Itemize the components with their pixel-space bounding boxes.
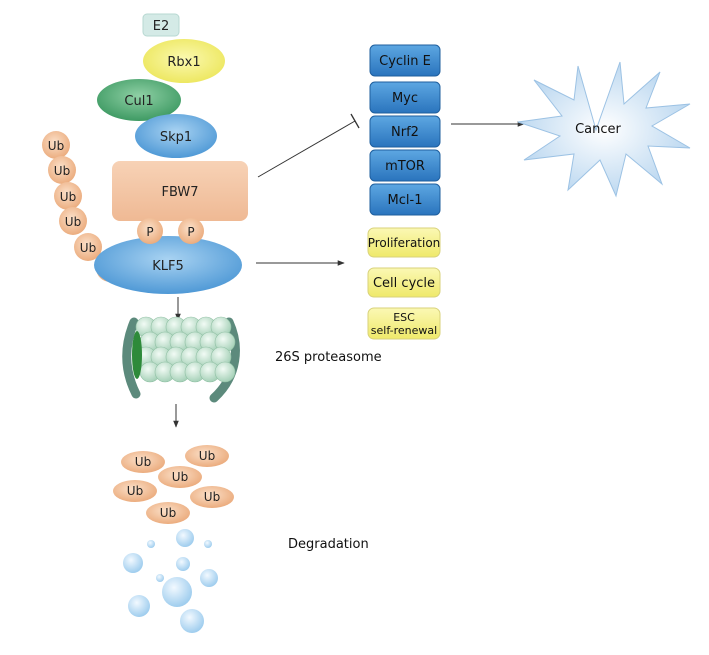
peptide-bubble — [176, 529, 194, 547]
degraded-peptides — [123, 529, 218, 633]
svg-text:Cyclin E: Cyclin E — [379, 54, 431, 69]
proteasome-label: 26S proteasome — [275, 350, 382, 365]
proteasome-subunit — [214, 361, 236, 383]
free-ubiquitin: Ub — [185, 445, 229, 467]
cancer-label: Cancer — [575, 122, 621, 137]
svg-text:Ub: Ub — [65, 215, 81, 229]
fbw7-node: FBW7 — [112, 161, 248, 221]
inhibition-arrow — [257, 113, 360, 178]
target-box-myc: Myc — [369, 81, 441, 114]
svg-text:Ub: Ub — [160, 506, 176, 520]
free-ubiquitin: Ub — [158, 466, 202, 488]
phospho-label: P — [146, 225, 153, 239]
svg-text:Ub: Ub — [60, 190, 76, 204]
svg-text:Mcl-1: Mcl-1 — [388, 193, 423, 208]
cul1-node: Cul1 — [97, 79, 181, 121]
svg-text:Ub: Ub — [54, 164, 70, 178]
function-box-proliferation: Proliferation — [367, 227, 441, 258]
svg-text:Myc: Myc — [392, 91, 418, 106]
svg-text:Ub: Ub — [135, 455, 151, 469]
svg-text:self-renewal: self-renewal — [371, 324, 437, 337]
proteasome — [122, 316, 240, 403]
target-box-nrf2: Nrf2 — [369, 115, 441, 148]
phospho-group-1: P — [137, 218, 163, 244]
svg-text:Ub: Ub — [48, 139, 64, 153]
svg-text:Proliferation: Proliferation — [368, 236, 441, 250]
proteasome-core — [135, 316, 236, 383]
rbx1-label: Rbx1 — [167, 55, 200, 70]
svg-text:Ub: Ub — [80, 241, 96, 255]
svg-text:Ub: Ub — [172, 470, 188, 484]
target-box-mcl-1: Mcl-1 — [369, 183, 441, 216]
svg-text:Ub: Ub — [199, 449, 215, 463]
free-ubiquitin: Ub — [146, 502, 190, 524]
svg-text:Nrf2: Nrf2 — [391, 125, 419, 140]
peptide-bubble — [128, 595, 150, 617]
phospho-label: P — [187, 225, 194, 239]
e2-node: E2 — [142, 13, 180, 37]
e2-label: E2 — [153, 19, 170, 34]
free-ubiquitin: Ub — [190, 486, 234, 508]
target-box-mtor: mTOR — [369, 149, 441, 182]
phospho-group-2: P — [178, 218, 204, 244]
svg-text:mTOR: mTOR — [385, 159, 425, 174]
peptide-bubble — [204, 540, 212, 548]
svg-text:ESC: ESC — [393, 311, 415, 324]
ubiquitin-node: Ub — [54, 182, 82, 210]
cul1-label: Cul1 — [124, 94, 153, 109]
klf5-label: KLF5 — [152, 259, 184, 274]
peptide-bubble — [123, 553, 143, 573]
peptide-bubble — [180, 609, 204, 633]
svg-text:Cell cycle: Cell cycle — [373, 276, 435, 291]
released-ubiquitins: Ub Ub Ub Ub Ub Ub — [113, 445, 234, 524]
ubiquitin-node: Ub — [59, 207, 87, 235]
free-ubiquitin: Ub — [121, 451, 165, 473]
rbx1-node: Rbx1 — [143, 39, 225, 83]
svg-text:Ub: Ub — [127, 484, 143, 498]
skp1-node: Skp1 — [135, 114, 217, 158]
fbw7-label: FBW7 — [161, 185, 198, 200]
skp1-label: Skp1 — [160, 130, 192, 145]
peptide-bubble — [162, 577, 192, 607]
klf5-node: KLF5 — [94, 236, 242, 294]
cancer-burst: Cancer — [517, 61, 691, 198]
peptide-bubble — [147, 540, 155, 548]
ubiquitin-node: Ub — [48, 156, 76, 184]
ubiquitin-node: Ub — [74, 233, 102, 261]
free-ubiquitin: Ub — [113, 480, 157, 502]
ubiquitin-node: Ub — [42, 131, 70, 159]
target-box-cyclin-e: Cyclin E — [369, 44, 441, 77]
peptide-bubble — [156, 574, 164, 582]
peptide-bubble — [200, 569, 218, 587]
peptide-bubble — [176, 557, 190, 571]
svg-text:Ub: Ub — [204, 490, 220, 504]
degradation-label: Degradation — [288, 537, 369, 552]
function-box-esc-self-renewal: ESC self-renewal — [367, 307, 441, 340]
function-box-cell-cycle: Cell cycle — [367, 267, 441, 298]
